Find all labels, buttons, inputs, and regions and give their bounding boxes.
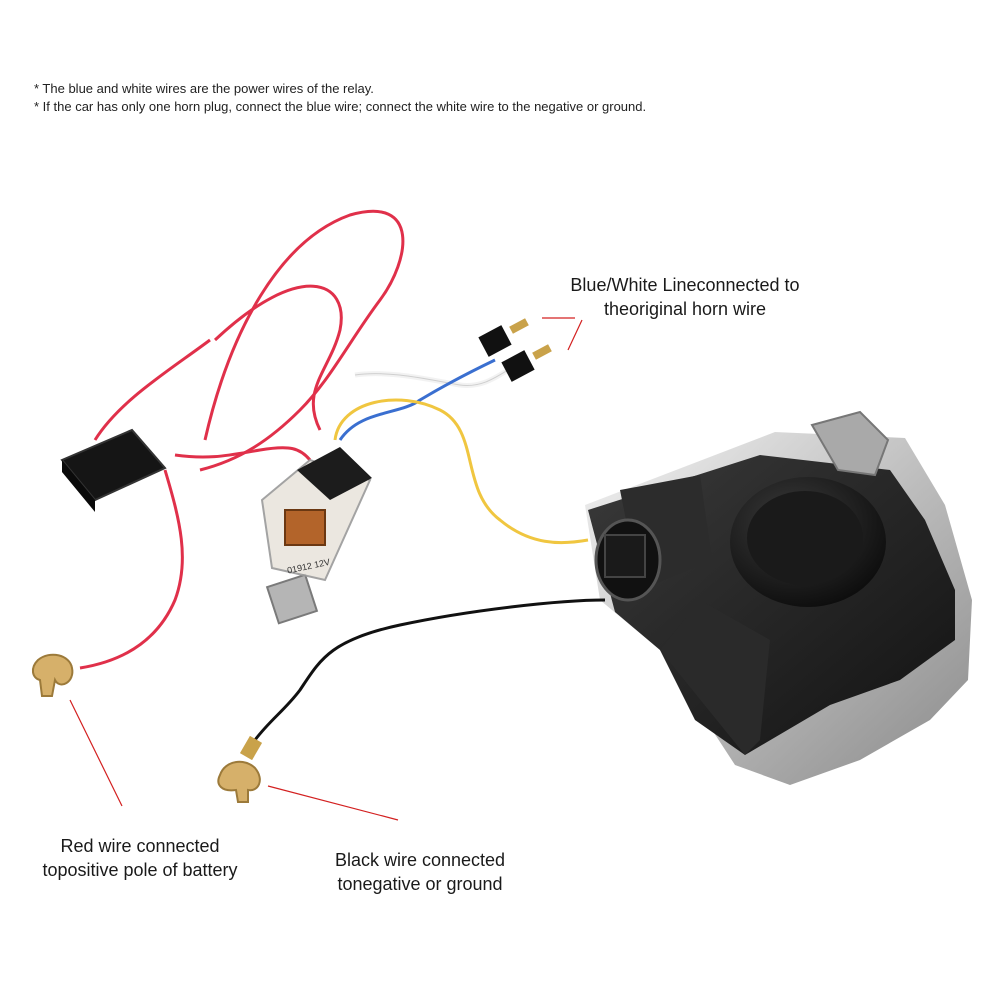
note-line-1: * The blue and white wires are the power… (34, 81, 374, 96)
red-wire-to-fuse (93, 338, 211, 441)
callout-black-wire-line-1: Black wire connected (334, 850, 506, 870)
black-wire (253, 598, 606, 741)
callout-blue-white-line-1: Blue/White Lineconnected to (570, 275, 800, 295)
horn-cap-inner (747, 491, 863, 585)
blue-white-wires (338, 358, 510, 441)
callout-blue-white-line-2: theoriginal horn wire (603, 299, 767, 319)
black-wire-terminal (217, 735, 263, 803)
fuse-holder (60, 428, 167, 512)
leader-black (267, 785, 399, 821)
leader-lines (69, 317, 583, 821)
white-wire-outline (354, 369, 509, 387)
relay-coil (284, 509, 326, 546)
black-terminal-ring (217, 760, 261, 803)
yellow-wire (333, 398, 589, 545)
red-wire (79, 209, 405, 670)
air-horn-unit (585, 410, 972, 785)
red-wire-to-terminal (79, 469, 184, 670)
installation-notes: * The blue and white wires are the power… (34, 80, 646, 116)
leader-red (69, 699, 123, 807)
connector-1-pin (509, 318, 529, 334)
red-wire-loop-lower (213, 284, 343, 431)
relay-bracket (265, 573, 319, 625)
blue-wire (338, 358, 496, 441)
horn-front-plate (660, 600, 770, 755)
red-wire-to-relay (174, 446, 312, 461)
callout-red-wire-line-1: Red wire connected (60, 836, 220, 856)
black-terminal-crimp (239, 735, 263, 761)
bullet-connectors (478, 318, 552, 382)
red-terminal-ring (32, 653, 74, 697)
red-wire-loop-upper (199, 209, 405, 472)
connector-1 (478, 325, 512, 357)
horn-connector-plug (604, 534, 646, 578)
callout-red-wire: Red wire connected topositive pole of ba… (20, 834, 260, 882)
red-wire-terminal (32, 653, 74, 697)
fuse-holder-side (62, 460, 95, 512)
leader-blue-white-2 (567, 319, 583, 351)
callout-blue-white-line: Blue/White Lineconnected to theoriginal … (540, 273, 830, 321)
relay: 01912 12V (260, 447, 372, 625)
horn-bracket (810, 410, 890, 477)
callout-red-wire-line-2: topositive pole of battery (42, 860, 238, 880)
note-line-2: * If the car has only one horn plug, con… (34, 99, 647, 114)
connector-2 (501, 350, 535, 382)
callout-black-wire: Black wire connected tonegative or groun… (315, 848, 525, 896)
white-wire (354, 367, 510, 389)
callout-black-wire-line-2: tonegative or ground (337, 874, 503, 894)
relay-top (297, 447, 372, 500)
connector-2-pin (532, 344, 552, 360)
fuse-holder-body (60, 428, 167, 502)
